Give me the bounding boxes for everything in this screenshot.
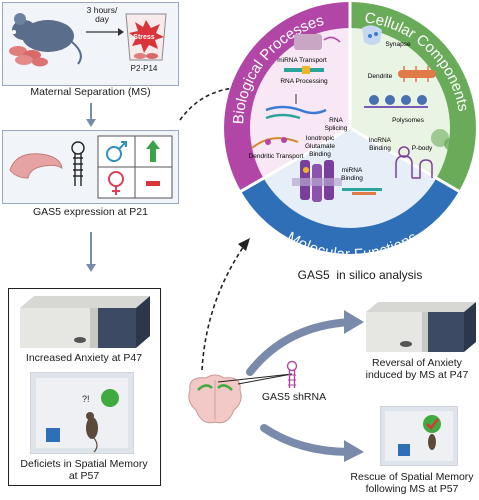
stress-label: Stress xyxy=(133,34,155,41)
mirna-binding-label-1: miRNA xyxy=(342,167,363,174)
stress-burst-icon xyxy=(129,20,164,53)
gas5-hairpin-icon xyxy=(71,141,85,186)
spatial-memory-arena-graphic: ?! xyxy=(30,372,134,454)
pups-icon xyxy=(9,46,48,67)
ionotropic-label-2: Glutamate xyxy=(305,143,335,150)
hippocampus-left-highlight xyxy=(197,384,213,391)
analysis-caption-gene: GAS5 xyxy=(297,268,330,282)
mirna-transport-icon xyxy=(294,34,341,50)
treatment-outcome-arrows xyxy=(246,310,364,462)
mirna-binding-icon xyxy=(342,188,382,195)
increase-arrow-icon xyxy=(146,140,160,162)
dendrite-label: Dendrite xyxy=(368,73,393,80)
gas5-expression-caption: GAS5 expression at P21 xyxy=(33,206,148,218)
target-circle-icon xyxy=(101,389,119,407)
glutamate-receptor-icon xyxy=(292,160,342,202)
dendrite-icon xyxy=(398,66,436,82)
no-change-icon xyxy=(146,181,160,186)
dendritic-transport-icon xyxy=(251,137,299,149)
confused-mouse-icon: ?! xyxy=(82,394,98,453)
injection-lines xyxy=(217,373,293,385)
synapse-label: Synapse xyxy=(385,41,411,48)
rna-processing-icon xyxy=(284,66,324,74)
ionotropic-label-1: Ionotropic xyxy=(306,135,335,142)
rescue-arena-graphic xyxy=(380,406,458,466)
down-arrow-2 xyxy=(86,232,96,272)
mother-mouse-icon xyxy=(12,13,82,65)
open-field-box-graphic xyxy=(20,296,150,348)
male-symbol-icon xyxy=(106,141,127,162)
brain-coronal-graphic xyxy=(188,374,242,424)
rna-processing-label: RNA Processing xyxy=(280,78,328,85)
maternal-separation-caption: Maternal Separation (MS) xyxy=(30,86,151,98)
rescue-mouse-icon xyxy=(428,434,436,450)
in-silico-wheel: Biological Processes Cellular Components… xyxy=(224,0,476,262)
rescue-caption-1: Rescue of Spatial Memory xyxy=(350,471,474,483)
memory-caption-2: at P57 xyxy=(68,470,100,482)
shrna-hairpin-icon xyxy=(286,360,298,388)
rna-splicing-label-2: Splicing xyxy=(325,125,348,132)
mirna-binding-label-2: Binding xyxy=(341,175,363,182)
lncrna-binding-label-1: lncRNA xyxy=(369,137,392,144)
down-arrow-1 xyxy=(86,103,96,127)
success-check-icon xyxy=(423,415,441,433)
lncrna-binding-label-2: Binding xyxy=(369,145,391,152)
p-body-icon xyxy=(431,129,456,150)
hippocampus-icon xyxy=(9,153,63,179)
separation-cup-icon xyxy=(125,13,167,61)
svg-text:?!: ?! xyxy=(82,394,90,404)
reversal-open-field-graphic xyxy=(366,302,476,352)
duration-label-2: day xyxy=(95,14,109,24)
mirna-transport-label: miRNA Transport xyxy=(277,57,327,64)
postnatal-days-label: P2-P14 xyxy=(130,64,158,73)
reversal-caption-1: Reversal of Anxiety xyxy=(372,357,462,369)
ionotropic-label-3: Binding xyxy=(309,151,331,158)
dendritic-transport-label: Dendritic Transport xyxy=(249,153,304,160)
gas5-expression-graphic xyxy=(9,135,173,199)
rna-splicing-label-1: RNA xyxy=(329,117,343,124)
shrna-label: GAS5 shRNA xyxy=(261,391,327,403)
analysis-caption-rest: in silico analysis xyxy=(336,268,423,282)
rna-splicing-icon xyxy=(265,94,327,120)
rescue-cue-square-icon xyxy=(398,444,410,456)
lncrna-structure-icon xyxy=(395,146,433,179)
anxiety-caption: Increased Anxiety at P47 xyxy=(25,352,143,364)
maternal-separation-graphic xyxy=(9,13,167,67)
cue-square-icon xyxy=(46,428,60,442)
hippocampus-right-highlight xyxy=(217,384,233,391)
analysis-caption: GAS5 in silico analysis xyxy=(290,268,430,282)
rescue-caption-2: following MS at P57 xyxy=(365,483,459,495)
p-body-label: P-body xyxy=(412,145,433,152)
reversal-caption-2: induced by MS at P47 xyxy=(365,369,469,381)
memory-caption-1: Deficiets in Spatial Memory xyxy=(20,458,148,470)
dashed-arrow-shrna-to-analysis xyxy=(201,238,250,371)
female-symbol-icon xyxy=(108,171,124,195)
duration-label-1: 3 hours/ xyxy=(86,5,118,15)
polysomes-label: Polysomes xyxy=(392,117,425,124)
synapse-icon xyxy=(362,25,382,45)
polysomes-icon xyxy=(364,95,428,108)
